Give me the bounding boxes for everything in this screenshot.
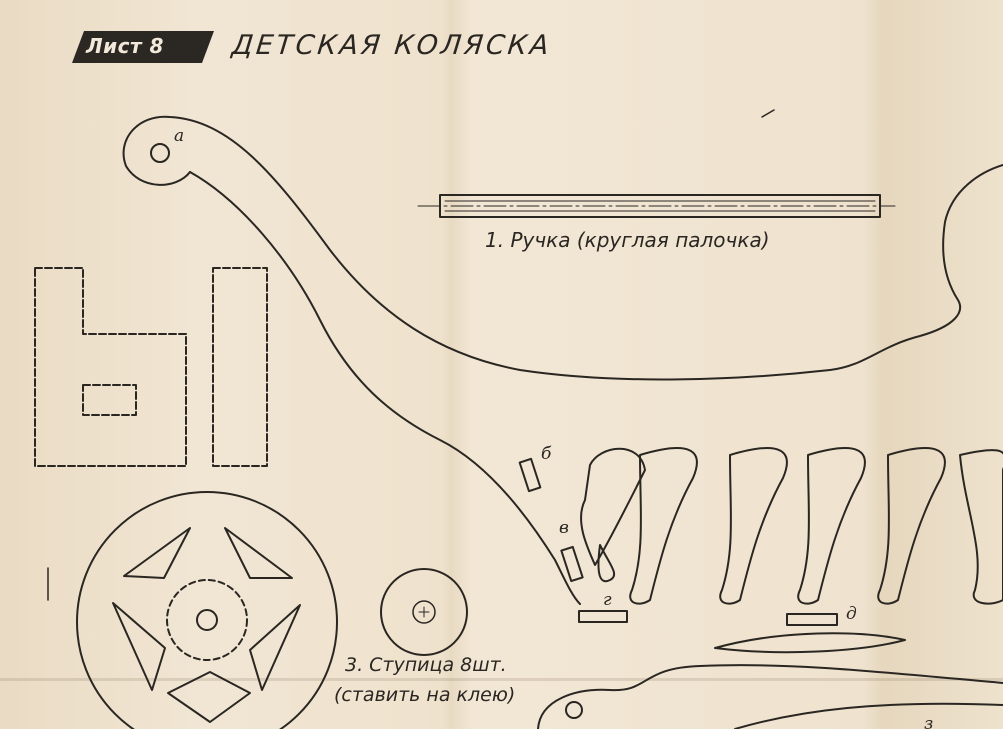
badge-shape — [72, 31, 214, 63]
mark-v: в — [559, 518, 569, 538]
handle-label: 1. Ручка (круглая палочка) — [485, 228, 770, 252]
lens-part — [714, 632, 906, 654]
spring-leaves — [580, 447, 1003, 605]
mark-d: д — [846, 604, 857, 624]
wheel-window-5 — [167, 671, 251, 723]
mark-a: a — [174, 126, 185, 146]
wheel-window-3 — [249, 604, 301, 691]
part-b — [518, 457, 542, 493]
letter-inner-window — [82, 384, 137, 416]
mark-z: з — [924, 714, 934, 729]
hub-label-line1: 3. Ступица 8шт. — [345, 654, 507, 676]
hub-center — [412, 600, 436, 624]
fold-line — [0, 678, 1003, 681]
part-g — [578, 610, 628, 623]
letter-bar-part — [212, 267, 268, 467]
wheel-window-2 — [224, 527, 293, 579]
mount-hole-lower — [565, 701, 583, 719]
wheel-hub-dashed — [166, 579, 248, 661]
wheel-axle-hole — [196, 609, 218, 631]
side-frame-outline — [122, 115, 1003, 381]
part-v — [560, 545, 584, 583]
wheel-window-1 — [123, 527, 191, 579]
part-d — [786, 613, 838, 626]
hub-part — [380, 568, 468, 656]
wheel-window-4 — [112, 602, 166, 691]
frame-hole-a — [150, 143, 170, 163]
sheet-badge: Лист 8 — [72, 29, 214, 65]
mark-g: г — [603, 590, 612, 610]
mark-b: б — [541, 444, 552, 464]
hub-label-line2: (ставить на клею) — [334, 684, 516, 706]
lower-body-outline — [537, 664, 1003, 729]
side-frame-lower-edge — [189, 171, 581, 605]
wheel-outer — [76, 491, 338, 729]
letter-soft-sign-part — [34, 267, 187, 467]
lower-body-edge — [734, 702, 1003, 729]
sheet-number: Лист 8 — [86, 34, 164, 58]
